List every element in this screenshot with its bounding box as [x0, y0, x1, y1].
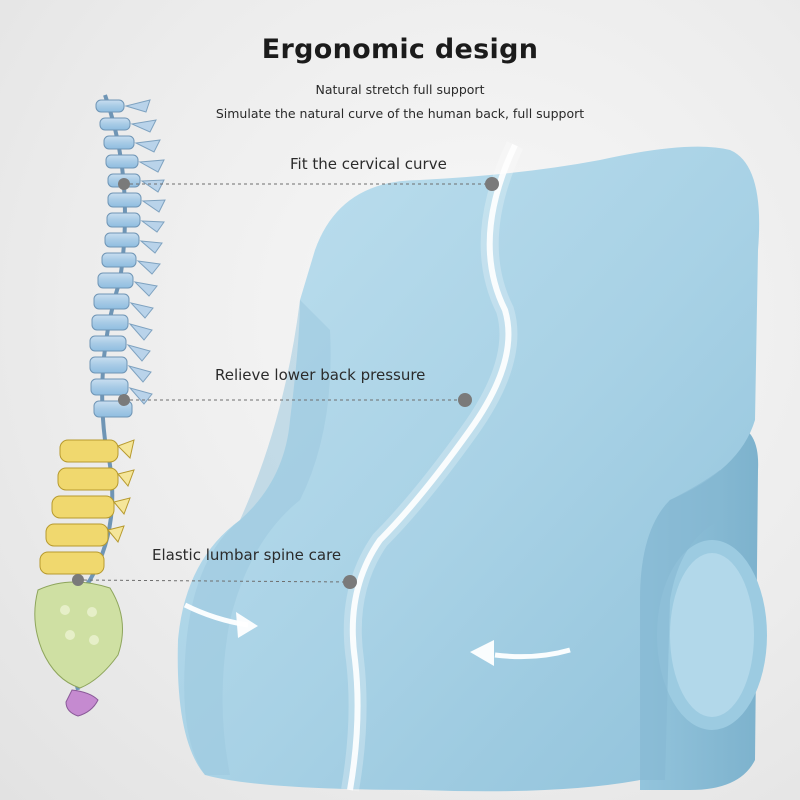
leader-lines	[77, 183, 492, 583]
subtitle-secondary: Simulate the natural curve of the human …	[215, 106, 585, 121]
coccyx	[65, 689, 99, 717]
dot-lumbar-left	[72, 574, 84, 586]
callout-cervical: Fit the cervical curve	[290, 155, 447, 173]
spine-illustration	[34, 94, 166, 717]
pillow-body	[177, 146, 760, 792]
dot-lumbar-right	[343, 575, 357, 589]
dot-lower-back-left	[118, 394, 130, 406]
subtitle-primary: Natural stretch full support	[315, 82, 485, 97]
callout-lumbar: Elastic lumbar spine care	[152, 546, 342, 564]
sacrum	[34, 581, 123, 689]
dot-cervical-right	[485, 177, 499, 191]
dot-lower-back-right	[458, 393, 472, 407]
callout-lower-back: Relieve lower back pressure	[215, 366, 426, 384]
page-title: Ergonomic design	[261, 34, 539, 65]
dot-cervical-left	[118, 178, 130, 190]
pillow-center-highlight	[347, 143, 518, 791]
arrow-right-icon	[494, 647, 571, 660]
